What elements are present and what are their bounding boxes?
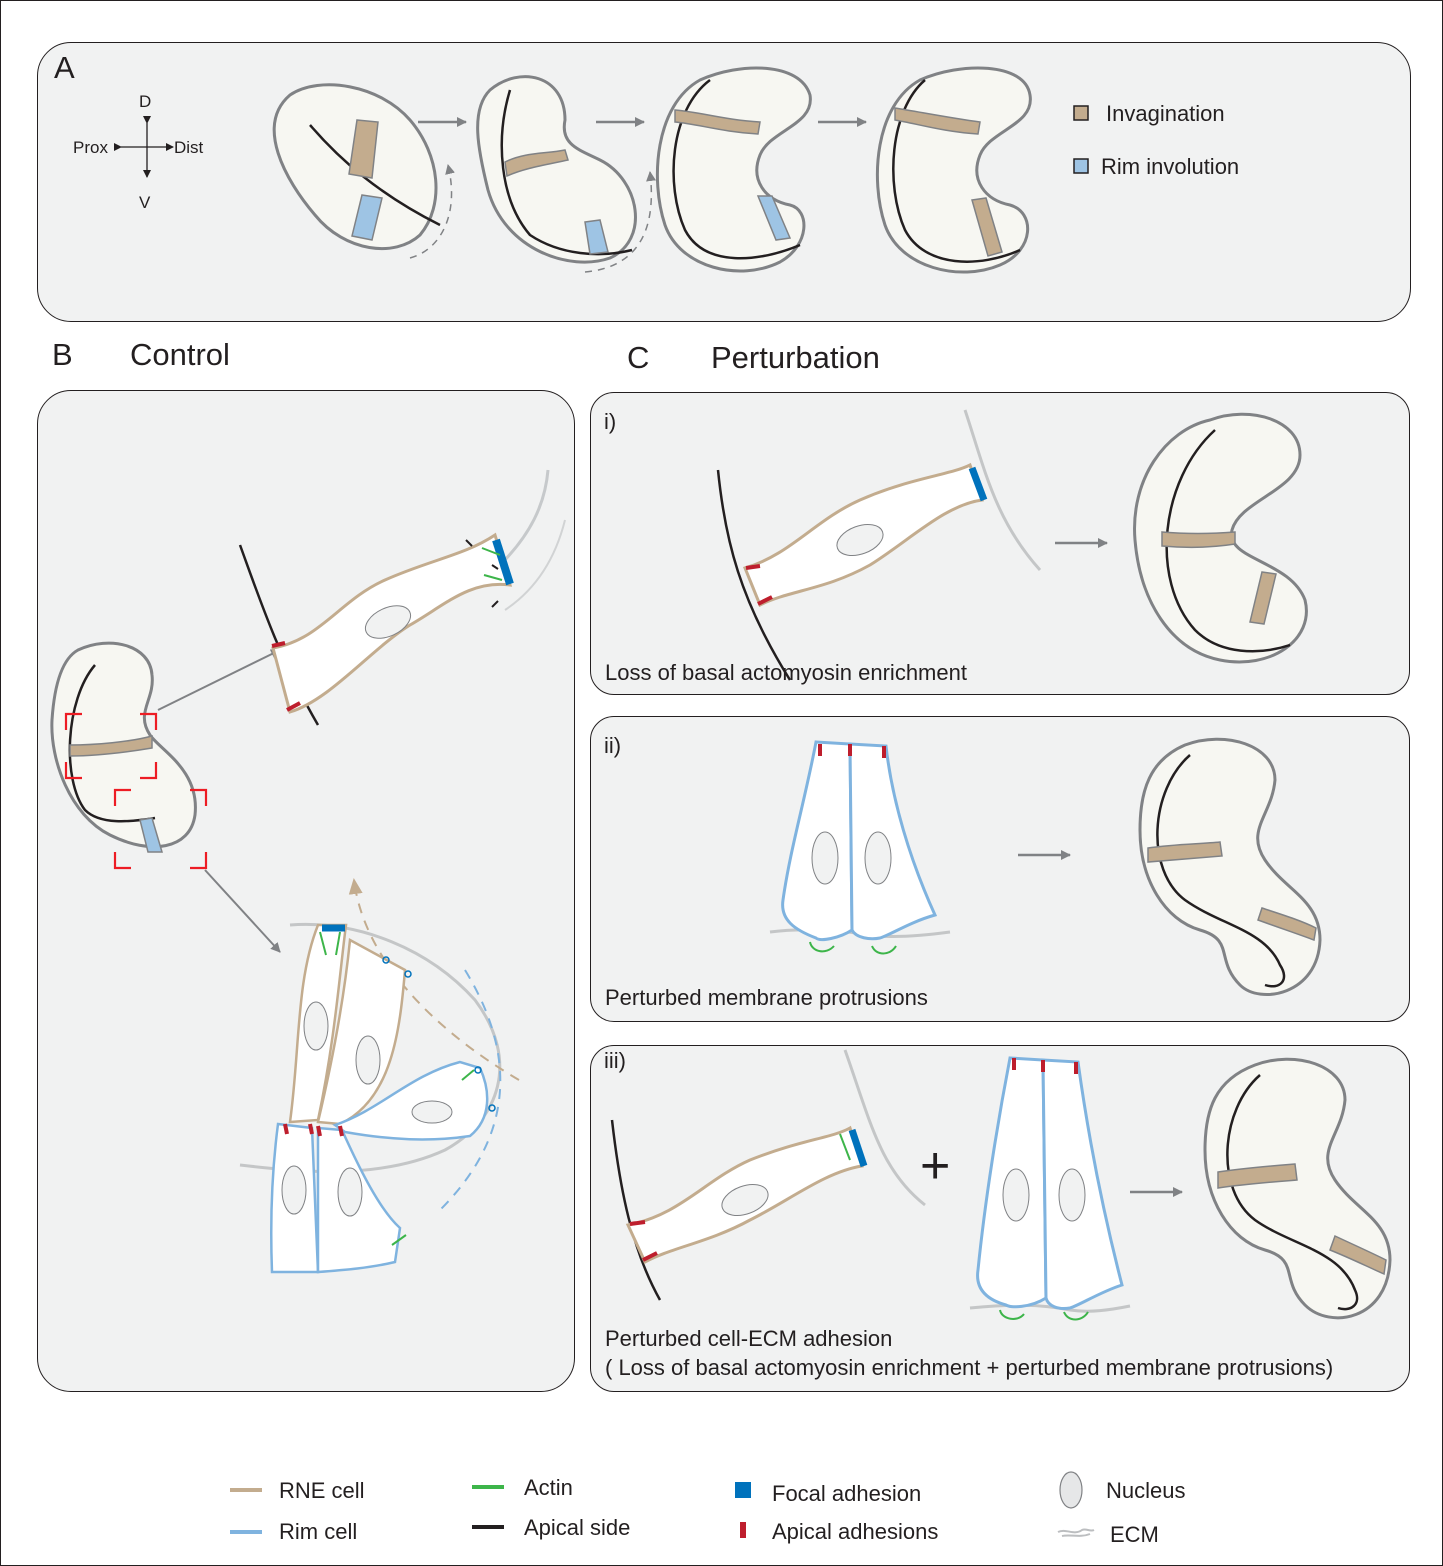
disc-stage-3 bbox=[657, 68, 810, 271]
perturb-i-disc bbox=[1135, 414, 1307, 662]
arrow-b-upper bbox=[158, 650, 280, 710]
control-rim-cluster bbox=[240, 880, 519, 1272]
perturb-ii-disc bbox=[1140, 739, 1320, 994]
legend-ecm-icon bbox=[1058, 1529, 1094, 1536]
legend-rim-involution-swatch bbox=[1074, 159, 1088, 173]
disc-stage-4 bbox=[877, 68, 1030, 272]
perturb-iii-rne-cell bbox=[612, 1050, 925, 1300]
legend-icons bbox=[230, 1472, 1094, 1538]
control-disc bbox=[52, 643, 206, 868]
disc-stage-2 bbox=[478, 77, 652, 272]
axis-compass bbox=[121, 123, 173, 177]
control-rne-cell bbox=[240, 470, 565, 725]
legend-focal-adhesion-icon bbox=[735, 1482, 751, 1498]
legend-apical-adhesions-icon bbox=[740, 1522, 746, 1538]
perturb-iii-rim-cells bbox=[970, 1058, 1130, 1320]
legend-invagination-swatch bbox=[1074, 106, 1088, 120]
disc-stage-1 bbox=[274, 85, 451, 258]
arrow-b-lower bbox=[205, 870, 280, 952]
perturb-iii-disc bbox=[1205, 1059, 1390, 1318]
legend-nucleus-icon bbox=[1060, 1472, 1082, 1508]
perturb-ii-cells bbox=[770, 742, 950, 954]
perturb-i-cell bbox=[718, 410, 1040, 680]
